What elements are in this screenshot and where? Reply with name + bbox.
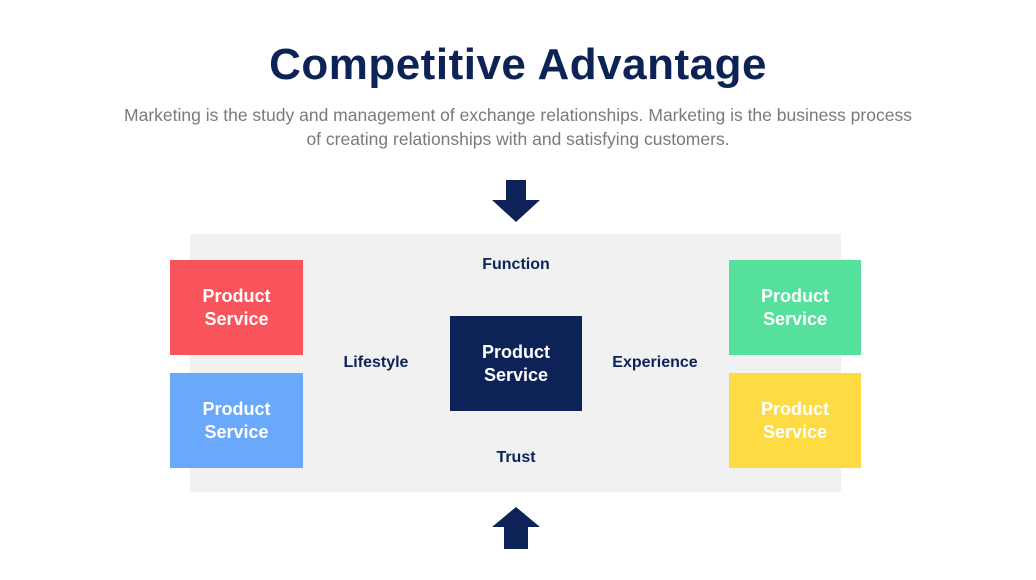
product-service-box-top-left: Product Service <box>170 260 303 355</box>
product-service-box-center: Product Service <box>450 316 582 411</box>
slide-subtitle: Marketing is the study and management of… <box>124 105 912 149</box>
label-experience: Experience <box>612 354 698 371</box>
product-service-box-bottom-left: Product Service <box>170 373 303 468</box>
label-lifestyle: Lifestyle <box>343 354 409 371</box>
product-service-box-bottom-right: Product Service <box>729 373 861 468</box>
arrow-up-icon <box>492 507 540 549</box>
label-function: Function <box>482 256 550 273</box>
slide-title: Competitive Advantage <box>269 40 767 89</box>
product-service-box-top-right: Product Service <box>729 260 861 355</box>
arrow-down-icon <box>492 180 540 222</box>
label-trust: Trust <box>496 449 536 466</box>
